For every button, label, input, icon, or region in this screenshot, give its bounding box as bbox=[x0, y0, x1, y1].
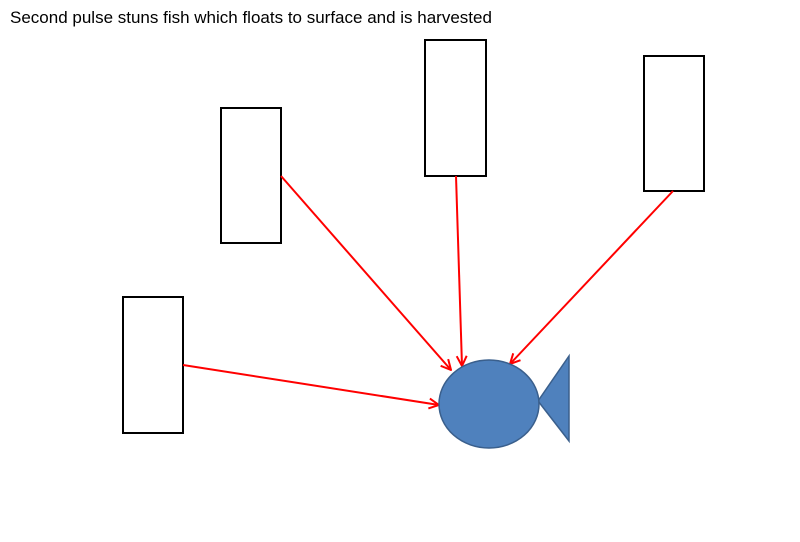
fish-tail bbox=[537, 353, 570, 444]
transducer-box bbox=[424, 39, 487, 177]
transducer-box bbox=[122, 296, 184, 434]
fish-body bbox=[438, 359, 540, 449]
transducer-box bbox=[220, 107, 282, 244]
slide-caption: Second pulse stuns fish which floats to … bbox=[10, 8, 492, 27]
pulse-arrow bbox=[455, 175, 462, 366]
fish-icon bbox=[438, 353, 570, 449]
transducer-box bbox=[643, 55, 705, 192]
pulse-arrow bbox=[182, 364, 439, 405]
pulse-arrow bbox=[280, 175, 451, 370]
pulse-arrow bbox=[510, 190, 674, 364]
